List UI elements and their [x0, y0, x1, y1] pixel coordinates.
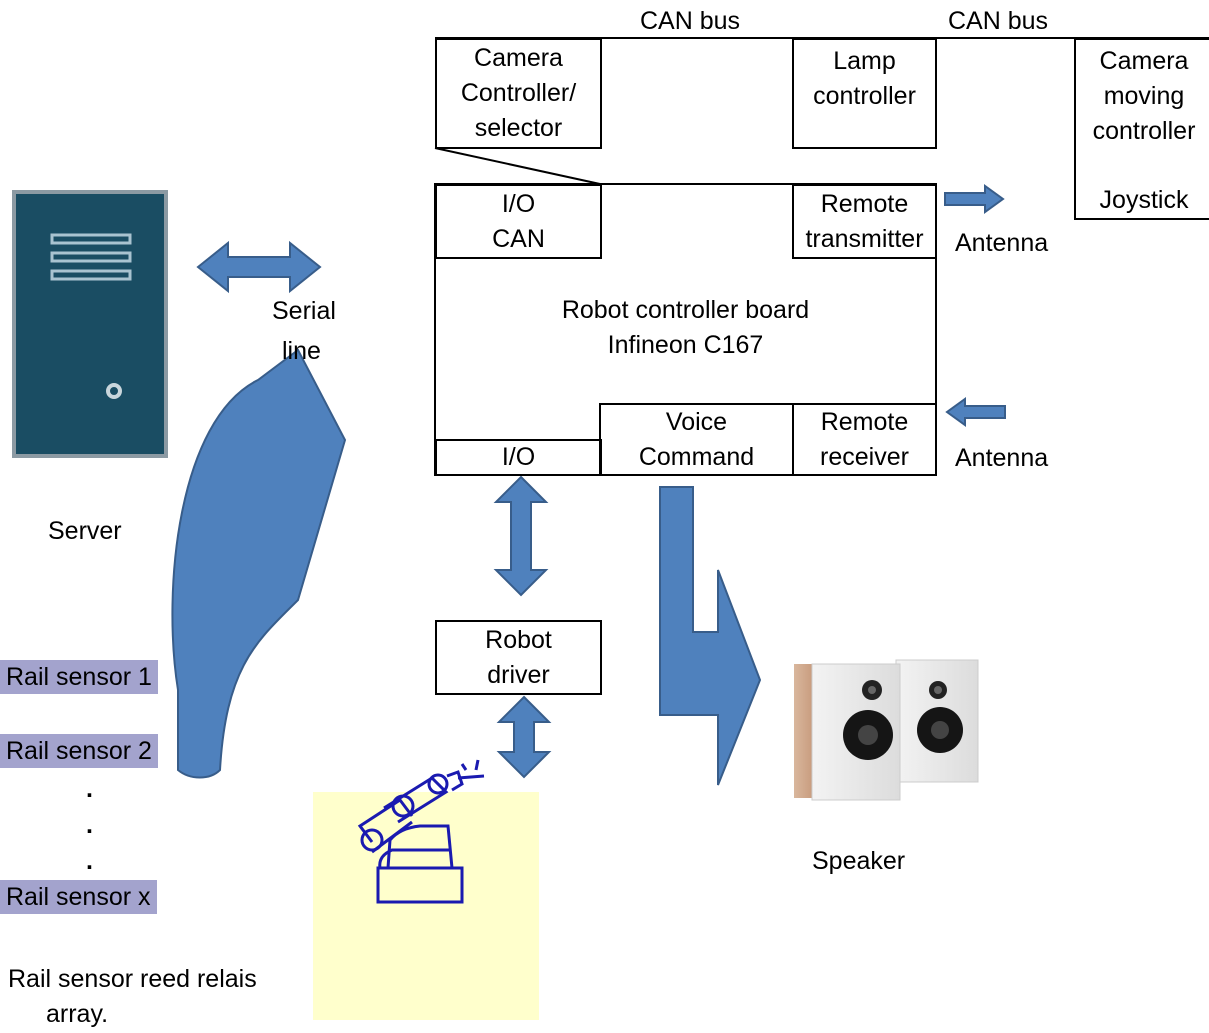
serial-line-label-1: Serial — [272, 297, 336, 325]
antenna-rx-arrow — [945, 397, 1006, 427]
robot-driver-line-2: driver — [487, 660, 550, 689]
robot-driver-line-1: Robot — [485, 625, 552, 654]
joystick-label: Joystick — [1099, 186, 1189, 214]
camera-moving-controller-box: Camera moving controller Joystick — [1074, 38, 1209, 220]
remote-receiver-block: Remote receiver — [792, 403, 937, 476]
rail-dot-3: . — [86, 847, 93, 875]
rail-sensor-1: Rail sensor 1 — [0, 660, 158, 694]
rail-array-label-1: Rail sensor reed relais — [8, 965, 257, 993]
rail-array-label-2: array. — [46, 1000, 109, 1028]
camera-controller-line-3: selector — [474, 114, 563, 142]
io-label: I/O — [501, 443, 536, 471]
rail-sensor-2: Rail sensor 2 — [0, 734, 158, 768]
serial-line-label-2: line — [282, 337, 321, 365]
can-bus-label-left: CAN bus — [640, 7, 741, 35]
server-serial-arrow — [196, 240, 322, 294]
rail-dot-2: . — [86, 811, 93, 839]
remote-receiver-line-2: receiver — [820, 442, 909, 471]
remote-transmitter-line-1: Remote — [820, 189, 909, 218]
voice-command-line-2: Command — [638, 442, 755, 471]
camera-board-connector — [434, 147, 601, 185]
camera-controller-box: Camera Controller/ selector — [435, 38, 602, 149]
remote-receiver-line-1: Remote — [820, 407, 909, 436]
server-label: Server — [48, 517, 122, 545]
board-title-line-2: Infineon C167 — [607, 331, 764, 359]
voice-command-block: Voice Command — [599, 403, 794, 476]
camera-controller-line-1: Camera — [474, 44, 563, 72]
io-block: I/O — [435, 439, 602, 476]
speaker-icon — [794, 659, 979, 801]
lamp-controller-line-2: controller — [813, 82, 916, 110]
camera-controller-line-2: Controller/ — [460, 79, 577, 107]
antenna-tx-label: Antenna — [955, 229, 1049, 257]
can-bus-label-right: CAN bus — [948, 7, 1049, 35]
rail-dot-1: . — [86, 775, 93, 803]
camera-moving-line-2: moving — [1103, 82, 1185, 110]
lamp-controller-box: Lamp controller — [792, 38, 937, 149]
robot-driver-box: Robot driver — [435, 620, 602, 695]
antenna-tx-arrow — [944, 184, 1005, 214]
camera-moving-line-1: Camera — [1099, 47, 1189, 75]
remote-transmitter-block: Remote transmitter — [792, 184, 937, 259]
io-can-line-2: CAN — [492, 224, 545, 253]
board-driver-arrow — [493, 475, 549, 597]
remote-transmitter-line-2: transmitter — [805, 224, 924, 253]
robot-arm-icon — [313, 759, 539, 1020]
rail-sensor-x: Rail sensor x — [0, 880, 157, 914]
driver-robot-arrow — [496, 695, 552, 779]
server-icon — [12, 190, 168, 458]
board-title-line-1: Robot controller board — [561, 296, 810, 324]
voice-speaker-arrow — [659, 486, 762, 786]
speaker-label: Speaker — [812, 847, 906, 875]
antenna-rx-label: Antenna — [955, 444, 1049, 472]
camera-moving-line-3: controller — [1092, 117, 1196, 145]
rail-to-serial-curved-arrow — [171, 348, 347, 779]
lamp-controller-line-1: Lamp — [833, 47, 896, 75]
voice-command-line-1: Voice — [665, 407, 728, 436]
io-can-block: I/O CAN — [435, 184, 602, 259]
io-can-line-1: I/O — [501, 189, 536, 218]
